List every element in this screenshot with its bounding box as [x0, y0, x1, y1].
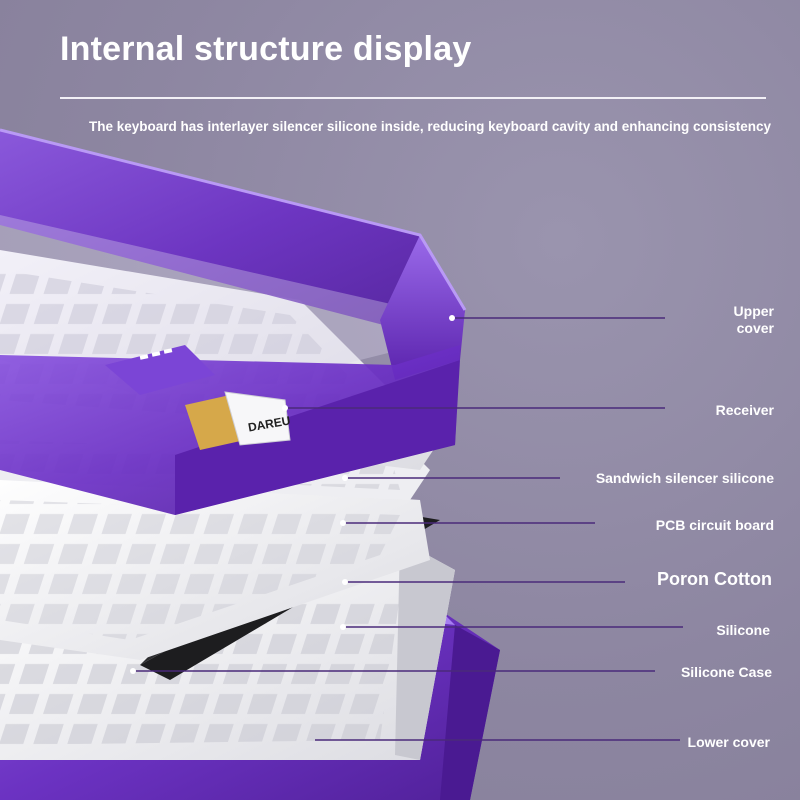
label-receiver: Receiver — [715, 402, 774, 418]
label-upper-cover: Upper cover — [733, 303, 774, 336]
receiver-dongle: DAREU — [185, 391, 291, 450]
label-silicone: Silicone — [716, 622, 770, 638]
page-title: Internal structure display — [60, 30, 472, 68]
upper-cover-part — [0, 128, 467, 515]
page-subtitle: The keyboard has interlayer silencer sil… — [89, 119, 771, 134]
title-divider — [60, 97, 766, 99]
leader-dots — [130, 315, 455, 674]
leader-lines — [133, 317, 683, 741]
label-lower-cover: Lower cover — [687, 734, 770, 750]
label-poron-cotton: Poron Cotton — [657, 569, 772, 589]
silicone-part — [0, 470, 430, 660]
label-silicone-case: Silicone Case — [680, 664, 772, 680]
label-pcb-circuit-board: PCB circuit board — [655, 517, 774, 533]
label-sandwich-silencer-silicone: Sandwich silencer silicone — [595, 470, 774, 486]
